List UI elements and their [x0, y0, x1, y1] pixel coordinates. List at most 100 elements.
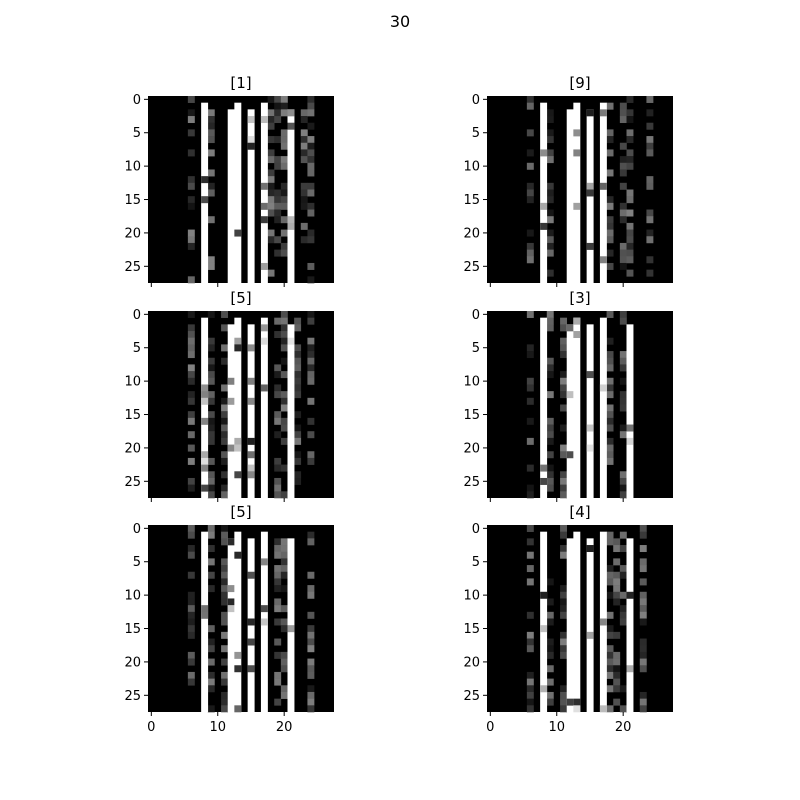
heatmap-cell	[221, 397, 229, 405]
heatmap-cell	[307, 357, 315, 365]
heatmap-cell	[606, 129, 614, 137]
heatmap-cell	[221, 344, 229, 352]
heatmap-cell	[221, 611, 229, 619]
heatmap-cell	[626, 116, 634, 124]
heatmap-cell	[606, 149, 614, 157]
heatmap-cell	[274, 109, 282, 117]
heatmap-cell	[307, 122, 315, 130]
heatmap-cell	[307, 311, 315, 318]
heatmap-cell	[526, 189, 534, 197]
heatmap-cell	[639, 705, 647, 713]
y-tick-label: 0	[133, 308, 141, 323]
heatmap-stripe	[566, 538, 574, 712]
heatmap-cell	[606, 364, 614, 372]
heatmap-cell	[626, 189, 634, 197]
heatmap-cell	[626, 591, 634, 599]
heatmap-cell	[287, 337, 295, 345]
heatmap-cell	[234, 344, 242, 352]
heatmap-cell	[560, 531, 568, 539]
heatmap-cell	[280, 397, 288, 405]
x-tick-label: 10	[209, 720, 226, 735]
heatmap-cell	[606, 565, 614, 573]
heatmap-stripe	[234, 317, 242, 498]
heatmap-cell	[307, 209, 315, 217]
heatmap-cell	[247, 377, 255, 385]
heatmap-cell	[294, 391, 302, 399]
heatmap-stripe	[566, 324, 574, 498]
heatmap-cell	[573, 202, 581, 210]
heatmap-cell	[267, 196, 275, 204]
heatmap-cell	[606, 631, 614, 639]
heatmap-cell	[187, 377, 195, 385]
heatmap-cell	[606, 249, 614, 257]
heatmap-cell	[546, 129, 554, 137]
heatmap-cell	[639, 545, 647, 553]
heatmap-cell	[300, 189, 308, 197]
heatmap-cell	[300, 149, 308, 157]
heatmap-cell	[280, 371, 288, 379]
heatmap-cell	[619, 377, 627, 385]
heatmap-stripe	[540, 531, 548, 712]
heatmap-cell	[207, 337, 215, 345]
heatmap-cell	[207, 344, 215, 352]
heatmap-cell	[300, 129, 308, 137]
heatmap-cell	[187, 236, 195, 244]
heatmap-cell	[221, 698, 229, 706]
heatmap-cell	[606, 236, 614, 244]
heatmap-cell	[294, 431, 302, 439]
y-tick-label: 25	[124, 475, 141, 490]
heatmap-cell	[234, 551, 242, 559]
heatmap-cell	[280, 618, 288, 626]
heatmap-stripe	[573, 102, 581, 283]
heatmap-cell	[307, 658, 315, 666]
heatmap-cell	[280, 545, 288, 553]
heatmap-cell	[280, 242, 288, 250]
heatmap-cell	[526, 611, 534, 619]
heatmap-cell	[274, 136, 282, 144]
heatmap-cell	[307, 585, 315, 593]
heatmap-cell	[187, 651, 195, 659]
heatmap-cell	[294, 377, 302, 385]
heatmap-cell	[619, 351, 627, 359]
heatmap-cell	[227, 397, 235, 405]
heatmap-cell	[307, 109, 315, 117]
heatmap-cell	[274, 545, 282, 553]
heatmap-cell	[566, 391, 574, 399]
heatmap-cell	[613, 651, 621, 659]
heatmap-cell	[560, 384, 568, 392]
heatmap-cell	[526, 96, 534, 103]
heatmap-cell	[619, 162, 627, 170]
heatmap-cell	[526, 698, 534, 706]
heatmap-cell	[639, 578, 647, 586]
heatmap-cell	[606, 384, 614, 392]
heatmap-cell	[247, 464, 255, 472]
heatmap-cell	[187, 324, 195, 332]
heatmap-cell	[606, 437, 614, 445]
heatmap-cell	[560, 484, 568, 492]
heatmap-cell	[187, 311, 195, 318]
heatmap-cell	[626, 162, 634, 170]
heatmap-cell	[201, 605, 209, 613]
heatmap-cell	[187, 457, 195, 465]
heatmap-cell	[613, 631, 621, 639]
heatmap-cell	[526, 417, 534, 425]
heatmap-cell	[300, 136, 308, 144]
heatmap-cell	[526, 437, 534, 445]
heatmap-cell	[207, 182, 215, 190]
heatmap-cell	[307, 276, 315, 284]
heatmap-cell	[201, 397, 209, 405]
heatmap-cell	[560, 451, 568, 459]
heatmap-cell	[221, 484, 229, 492]
heatmap-cell	[560, 611, 568, 619]
heatmap-cell	[274, 457, 282, 465]
heatmap-cell	[307, 638, 315, 646]
x-tick-label: 0	[147, 720, 155, 735]
heatmap-cell	[526, 685, 534, 693]
heatmap-cell	[267, 229, 275, 237]
heatmap-cell	[526, 678, 534, 686]
heatmap-cell	[619, 116, 627, 124]
heatmap-cell	[187, 397, 195, 405]
heatmap-cell	[540, 591, 548, 599]
